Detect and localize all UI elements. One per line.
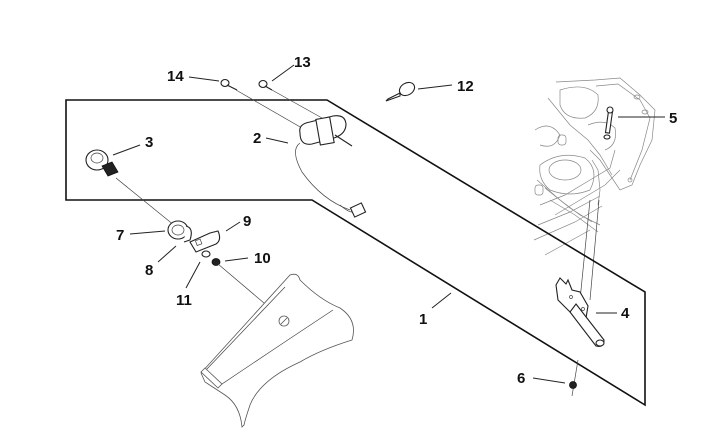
bodywork-cover xyxy=(200,273,354,428)
callout-10: 10 xyxy=(254,250,271,267)
part-7-lock xyxy=(167,220,192,243)
part-2-switch xyxy=(295,115,367,218)
callout-5: 5 xyxy=(669,110,677,127)
callout-6: 6 xyxy=(517,370,525,387)
callout-13: 13 xyxy=(294,54,311,71)
leader-lines xyxy=(112,64,665,384)
callout-4: 4 xyxy=(621,305,630,322)
callout-14: 14 xyxy=(167,68,184,85)
part-3-cap xyxy=(85,149,181,231)
part-14-screw xyxy=(220,78,303,129)
part-4-bracket xyxy=(555,277,605,347)
callout-7: 7 xyxy=(116,227,124,244)
callout-11: 11 xyxy=(176,292,192,309)
callout-12: 12 xyxy=(457,78,474,95)
part-11-washer xyxy=(201,250,211,258)
callout-3: 3 xyxy=(145,134,153,151)
part-1-outline xyxy=(65,99,646,407)
callout-9: 9 xyxy=(243,213,251,230)
part-13-screw xyxy=(258,79,323,119)
callout-8: 8 xyxy=(145,262,153,279)
callout-labels: 1 2 3 4 5 6 7 8 9 10 11 12 13 14 xyxy=(116,54,677,387)
part-6-nut xyxy=(569,359,579,397)
callout-1: 1 xyxy=(419,311,427,328)
callout-2: 2 xyxy=(253,130,261,147)
engine-frame-drawing xyxy=(533,77,656,301)
part-5-bolt xyxy=(603,106,614,140)
part-9-cam xyxy=(189,230,221,253)
part-12-key xyxy=(385,81,416,102)
